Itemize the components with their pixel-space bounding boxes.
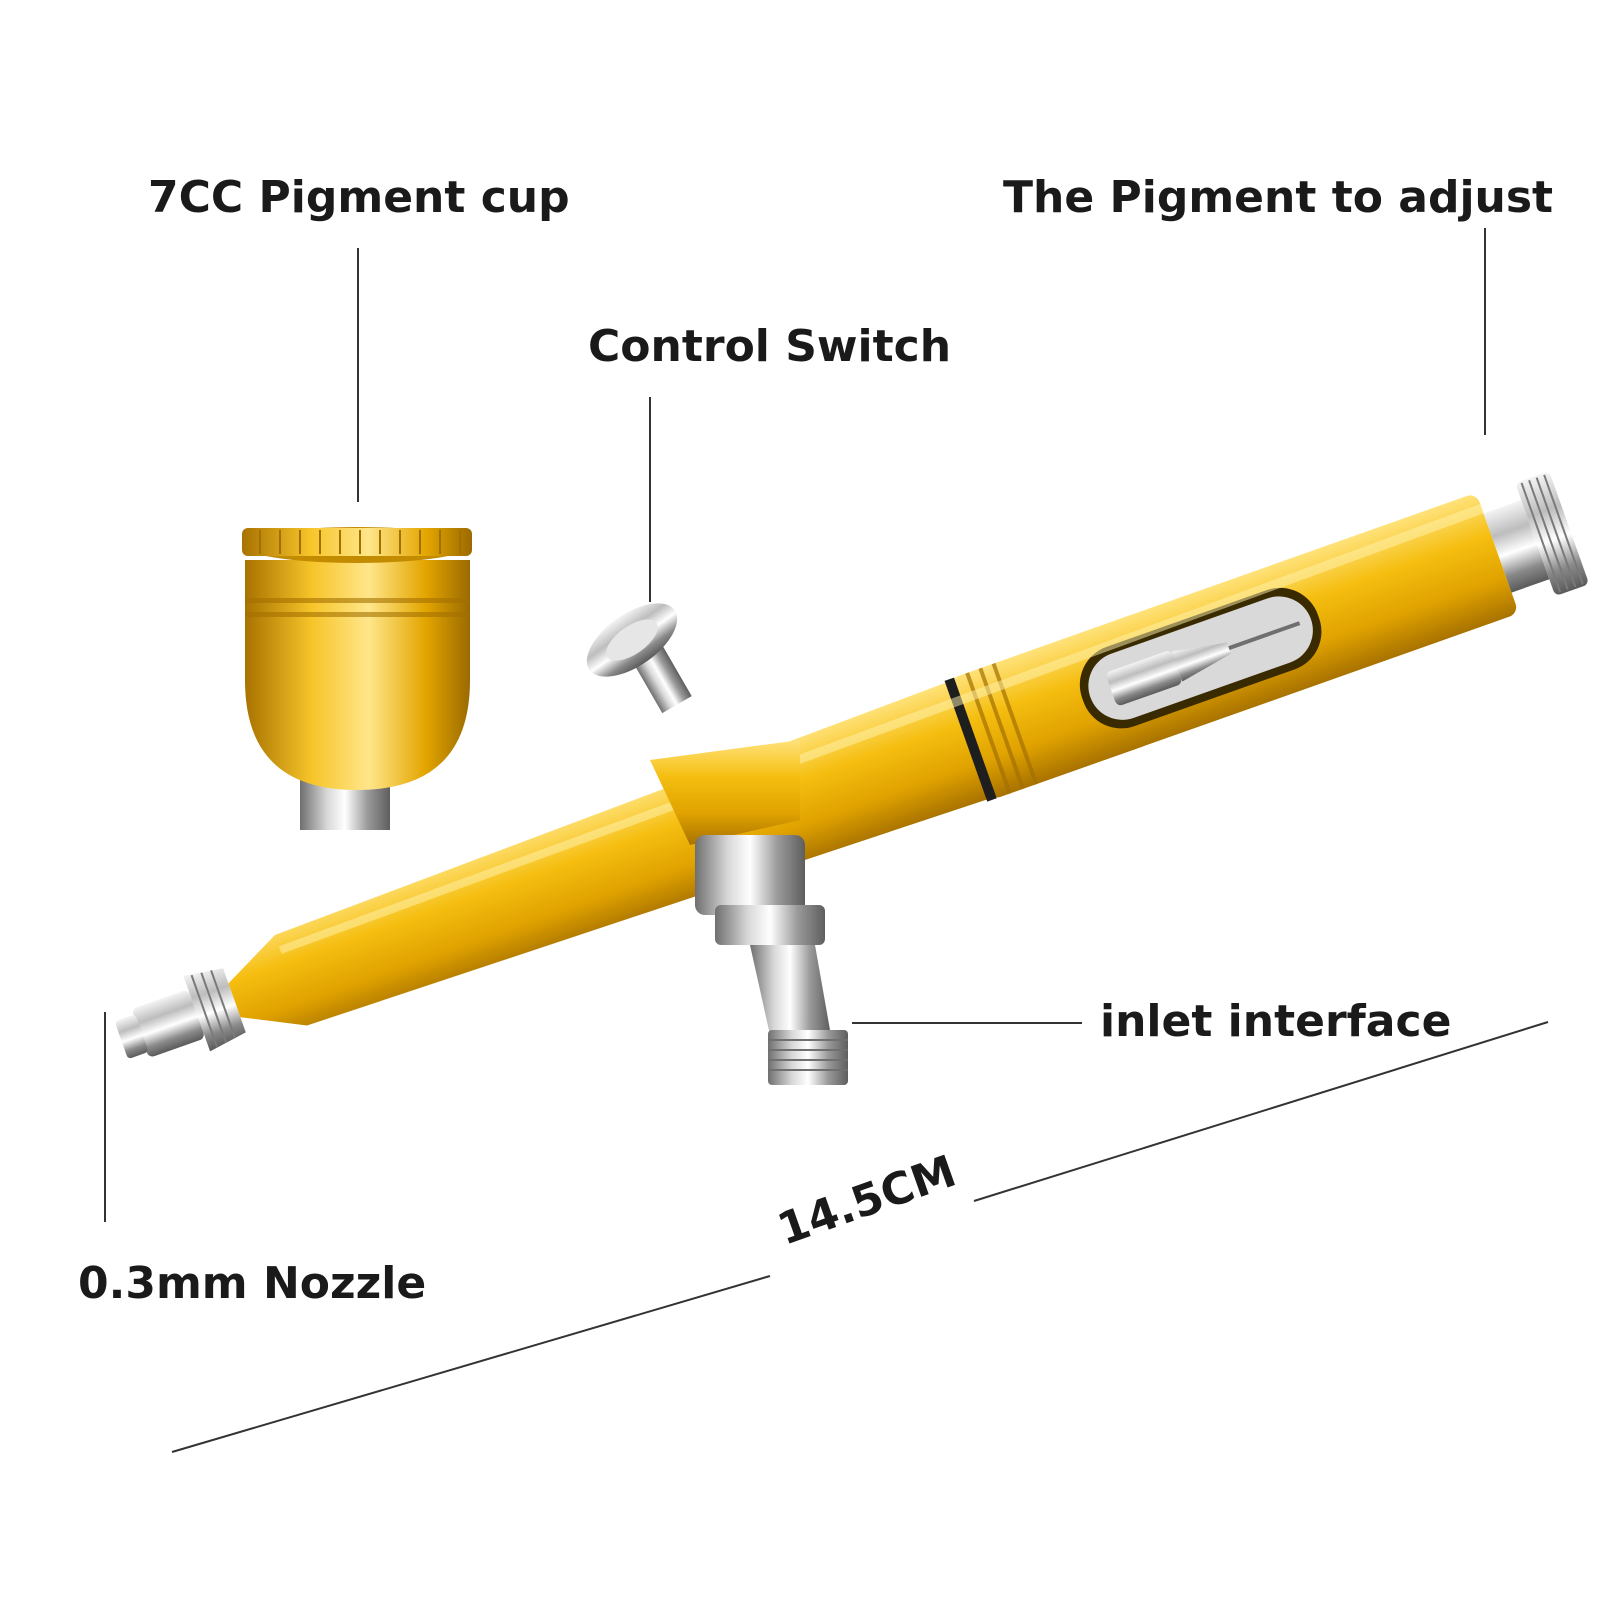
- callout-lines: [104, 228, 1549, 1453]
- pigment-adjust-knob: [1483, 500, 1550, 593]
- pigment-cup-label: 7CC Pigment cup: [148, 172, 570, 223]
- nozzle-label: 0.3mm Nozzle: [78, 1258, 427, 1309]
- cup-bowl: [245, 560, 470, 790]
- control-switch: [586, 603, 692, 714]
- length-dimension-line-left: [171, 1275, 771, 1453]
- inlet-interface-label: inlet interface: [1100, 996, 1452, 1047]
- needle-chuck: [1106, 651, 1182, 706]
- inlet-valve: [695, 835, 805, 915]
- inlet-interface: [650, 740, 848, 1085]
- inlet-thread: [768, 1030, 848, 1085]
- pigment-adjust-label: The Pigment to adjust: [1003, 172, 1554, 223]
- airbrush-body: [115, 472, 1588, 1059]
- length-dimension-line-right: [973, 1021, 1549, 1202]
- o-ring: [944, 677, 997, 802]
- inlet-housing: [650, 740, 800, 845]
- nozzle-tip: [133, 990, 204, 1057]
- pigment-cup: [242, 527, 472, 830]
- control-switch-label: Control Switch: [588, 321, 952, 372]
